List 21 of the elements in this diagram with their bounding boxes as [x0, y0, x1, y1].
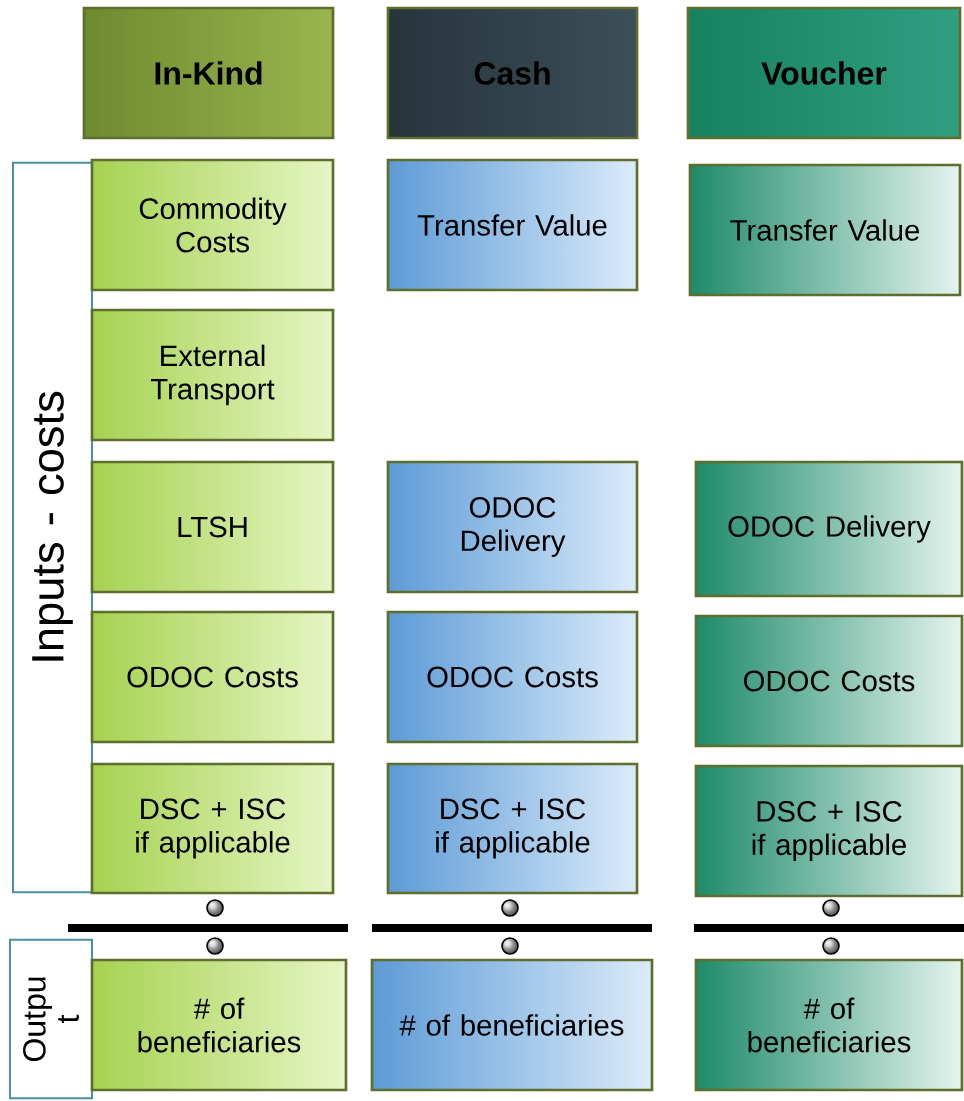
cost-box: ODOC Costs [90, 610, 335, 744]
row-label-box: Outpu t [9, 938, 93, 1100]
cost-box: DSC + ISC if applicable [90, 762, 335, 895]
cost-box: ODOC Costs [386, 610, 639, 744]
row-label-box: Inputs - costs [12, 161, 93, 894]
column-header: Voucher [686, 6, 962, 140]
column-header: In-Kind [82, 6, 335, 140]
cost-box: Commodity Costs [90, 158, 335, 292]
cost-box: # of beneficiaries [370, 958, 654, 1092]
cost-box: External Transport [90, 308, 335, 442]
cost-box: ODOC Delivery [694, 460, 964, 598]
cost-box: DSC + ISC if applicable [694, 764, 964, 898]
cost-box: DSC + ISC if applicable [386, 762, 639, 895]
cost-box: ODOC Delivery [386, 460, 639, 594]
cost-box: Transfer Value [688, 163, 962, 297]
cost-box: # of beneficiaries [90, 958, 348, 1092]
cost-box: ODOC Costs [694, 614, 964, 748]
cost-box: # of beneficiaries [694, 958, 964, 1092]
column-header: Cash [386, 6, 639, 140]
cost-box: LTSH [90, 460, 335, 594]
cost-box: Transfer Value [386, 158, 639, 292]
